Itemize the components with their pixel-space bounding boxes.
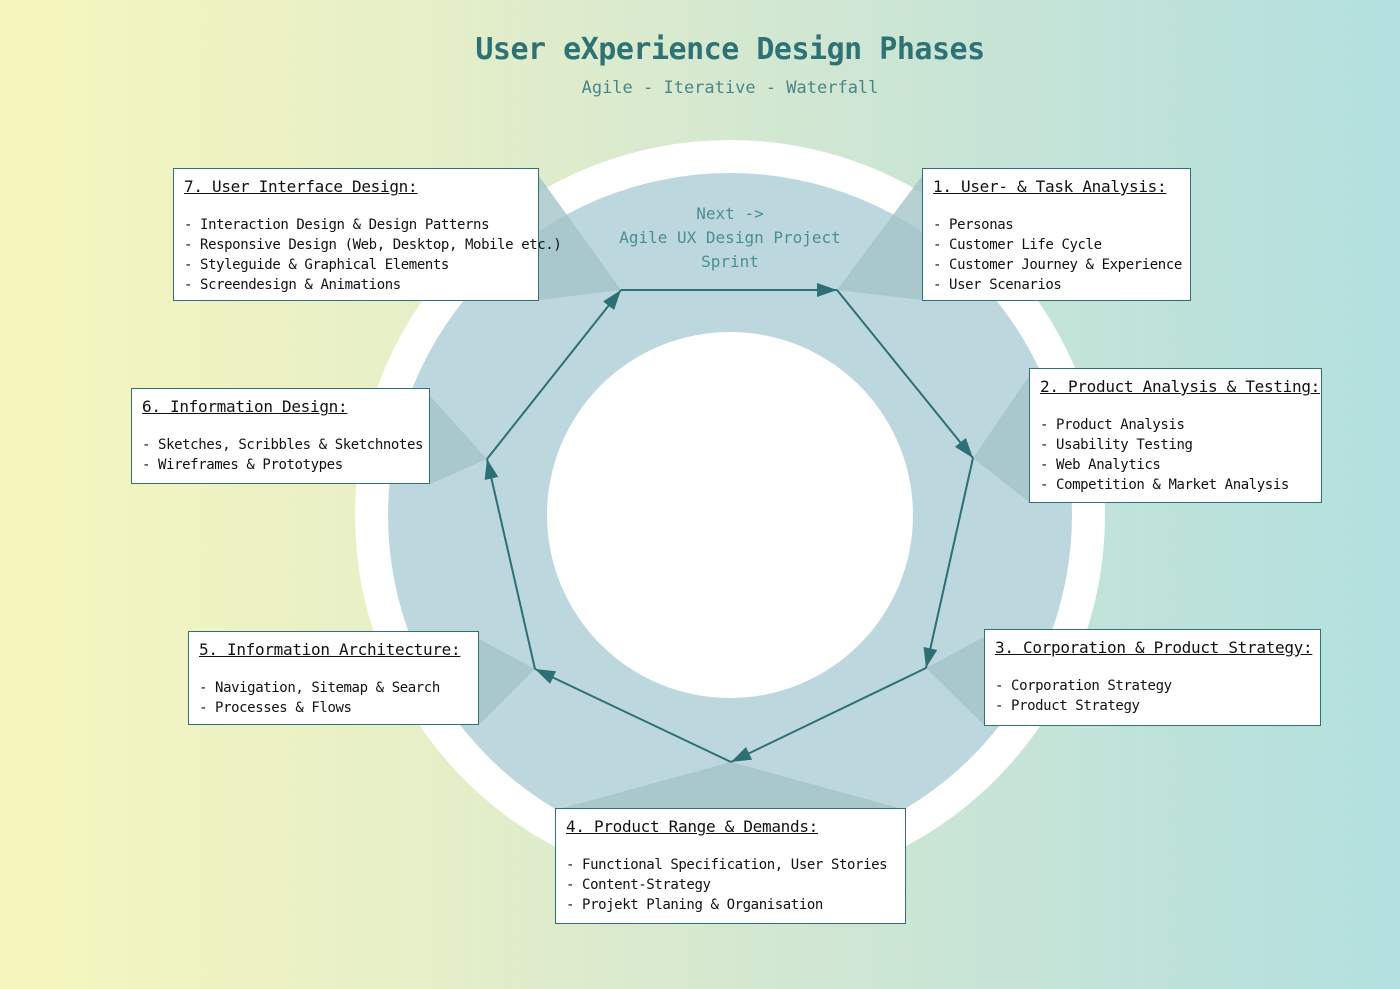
phase-title: 3. Corporation & Product Strategy: <box>995 638 1313 657</box>
cycle-arrows <box>484 283 974 763</box>
phase-item: - Wireframes & Prototypes <box>142 457 343 473</box>
phase-title: 6. Information Design: <box>142 397 348 416</box>
cycle-edge <box>730 667 927 763</box>
phase-item: - Personas <box>933 217 1014 233</box>
phase-box-6: 6. Information Design: - Sketches, Scrib… <box>131 388 430 484</box>
phase-item: - Projekt Planing & Organisation <box>566 897 823 913</box>
cycle-edge <box>836 289 974 459</box>
inner-white-circle <box>547 332 913 698</box>
phase-item: - Processes & Flows <box>199 700 352 716</box>
cycle-edge <box>925 457 974 669</box>
phase-item: - Corporation Strategy <box>995 678 1172 694</box>
arrowhead <box>923 646 938 668</box>
phase-item: - Customer Life Cycle <box>933 237 1102 253</box>
phase-item: - Sketches, Scribbles & Sketchnotes <box>142 437 424 453</box>
arrowhead <box>731 747 753 762</box>
center-label: Next -> Agile UX Design Project Sprint <box>590 202 870 274</box>
arrowhead <box>603 290 621 311</box>
phase-item: - Interaction Design & Design Patterns <box>184 217 490 233</box>
connector-wedge-2 <box>973 376 1029 502</box>
phase-item: - Responsive Design (Web, Desktop, Mobil… <box>184 237 562 253</box>
phase-item: - Product Analysis <box>1040 417 1185 433</box>
connector-wedge-1 <box>837 176 922 300</box>
phase-item: - User Scenarios <box>933 277 1062 293</box>
center-line: Next -> <box>696 204 764 223</box>
phase-title: 5. Information Architecture: <box>199 640 461 659</box>
phase-title: 4. Product Range & Demands: <box>566 817 818 836</box>
phase-box-1: 1. User- & Task Analysis: - Personas - C… <box>922 168 1191 301</box>
phase-box-5: 5. Information Architecture: - Navigatio… <box>188 631 479 725</box>
arrowhead <box>954 438 973 458</box>
phase-box-4: 4. Product Range & Demands: - Functional… <box>555 808 906 924</box>
phase-title: 1. User- & Task Analysis: <box>933 177 1167 196</box>
phase-item: - Functional Specification, User Stories <box>566 857 888 873</box>
phase-title: 2. Product Analysis & Testing: <box>1040 377 1320 396</box>
arrowhead <box>484 459 499 481</box>
phase-item: - Content-Strategy <box>566 877 711 893</box>
connector-wedge-7 <box>539 176 621 300</box>
arrowhead <box>817 283 837 297</box>
connector-wedge-5 <box>479 639 535 725</box>
connector-wedge-3 <box>926 637 984 725</box>
connector-wedge-6 <box>430 396 487 484</box>
connector-wedge-4 <box>563 762 899 808</box>
arrowhead <box>535 669 557 684</box>
center-line: Agile UX Design Project <box>619 228 841 247</box>
phase-item: - Screendesign & Animations <box>184 277 401 293</box>
phase-item: - Customer Journey & Experience <box>933 257 1182 273</box>
phase-item: - Web Analytics <box>1040 457 1161 473</box>
phase-item: - Competition & Market Analysis <box>1040 477 1289 493</box>
connector-wedges <box>430 176 1029 808</box>
center-line: Sprint <box>701 252 759 271</box>
phase-item: - Styleguide & Graphical Elements <box>184 257 449 273</box>
cycle-edge <box>486 458 536 670</box>
page-subtitle: Agile - Iterative - Waterfall <box>581 78 879 98</box>
phase-box-2: 2. Product Analysis & Testing: - Product… <box>1029 368 1322 503</box>
phase-item: - Product Strategy <box>995 698 1140 714</box>
cycle-edge <box>486 289 622 460</box>
phase-box-7: 7. User Interface Design: - Interaction … <box>173 168 562 301</box>
phase-title: 7. User Interface Design: <box>184 177 418 196</box>
phase-item: - Navigation, Sitemap & Search <box>199 680 440 696</box>
phase-box-3: 3. Corporation & Product Strategy: - Cor… <box>984 629 1321 726</box>
phase-item: - Usability Testing <box>1040 437 1193 453</box>
cycle-edge <box>534 668 732 763</box>
page-title: User eXperience Design Phases <box>475 32 985 67</box>
